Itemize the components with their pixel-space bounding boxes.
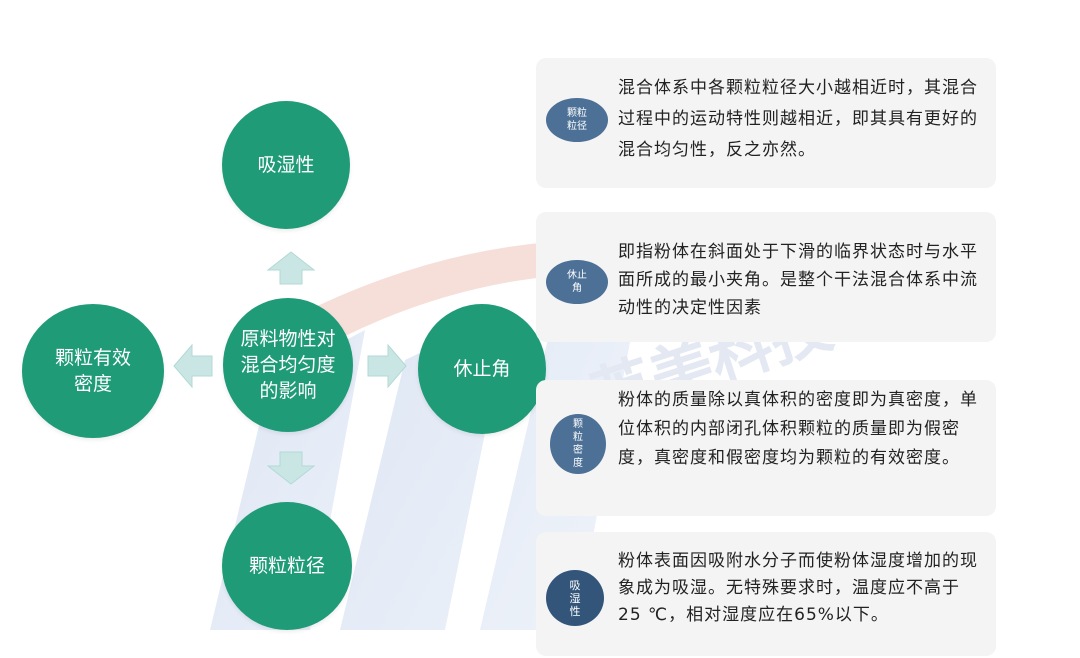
card-badge: 休止角 (546, 260, 608, 304)
arrow-down (266, 451, 316, 485)
node-effective-density: 颗粒有效密度 (22, 304, 164, 438)
card-particle-size: 颗粒粒径 混合体系中各颗粒粒径大小越相近时，其混合过程中的运动特性则越相近，即其… (536, 58, 996, 188)
node-angle-of-repose: 休止角 (418, 304, 546, 434)
node-label: 颗粒有效密度 (54, 347, 131, 395)
card-badge: 吸湿性 (546, 570, 604, 626)
arrow-up (266, 251, 316, 285)
arrow-left (173, 343, 213, 389)
node-hygroscopicity: 吸湿性 (222, 101, 350, 229)
card-hygroscopicity: 吸湿性 粉体表面因吸附水分子而使粉体湿度增加的现象成为吸湿。无特殊要求时，温度应… (536, 532, 996, 656)
node-label: 颗粒粒径 (248, 555, 325, 577)
node-label: 原料物性对混合均匀度的影响 (240, 328, 336, 402)
card-badge: 颗粒粒径 (546, 98, 608, 142)
card-text: 即指粉体在斜面处于下滑的临界状态时与水平面所成的最小夹角。是整个干法混合体系中流… (618, 242, 978, 318)
card-angle-of-repose: 休止角 即指粉体在斜面处于下滑的临界状态时与水平面所成的最小夹角。是整个干法混合… (536, 212, 996, 342)
card-text: 混合体系中各颗粒粒径大小越相近时，其混合过程中的运动特性则越相近，即其具有更好的… (618, 78, 978, 160)
card-particle-density: 颗粒密度 粉体的质量除以真体积的密度即为真密度，单位体积的内部闭孔体积颗粒的质量… (536, 380, 996, 516)
node-label: 休止角 (453, 358, 511, 380)
card-badge: 颗粒密度 (550, 414, 606, 474)
arrow-right (367, 343, 407, 389)
node-particle-size: 颗粒粒径 (222, 502, 352, 630)
node-label: 吸湿性 (257, 154, 315, 176)
card-text: 粉体表面因吸附水分子而使粉体湿度增加的现象成为吸湿。无特殊要求时，温度应不高于2… (618, 551, 978, 625)
card-text: 粉体的质量除以真体积的密度即为真密度，单位体积的内部闭孔体积颗粒的质量即为假密度… (618, 390, 978, 468)
node-center: 原料物性对混合均匀度的影响 (223, 298, 353, 432)
